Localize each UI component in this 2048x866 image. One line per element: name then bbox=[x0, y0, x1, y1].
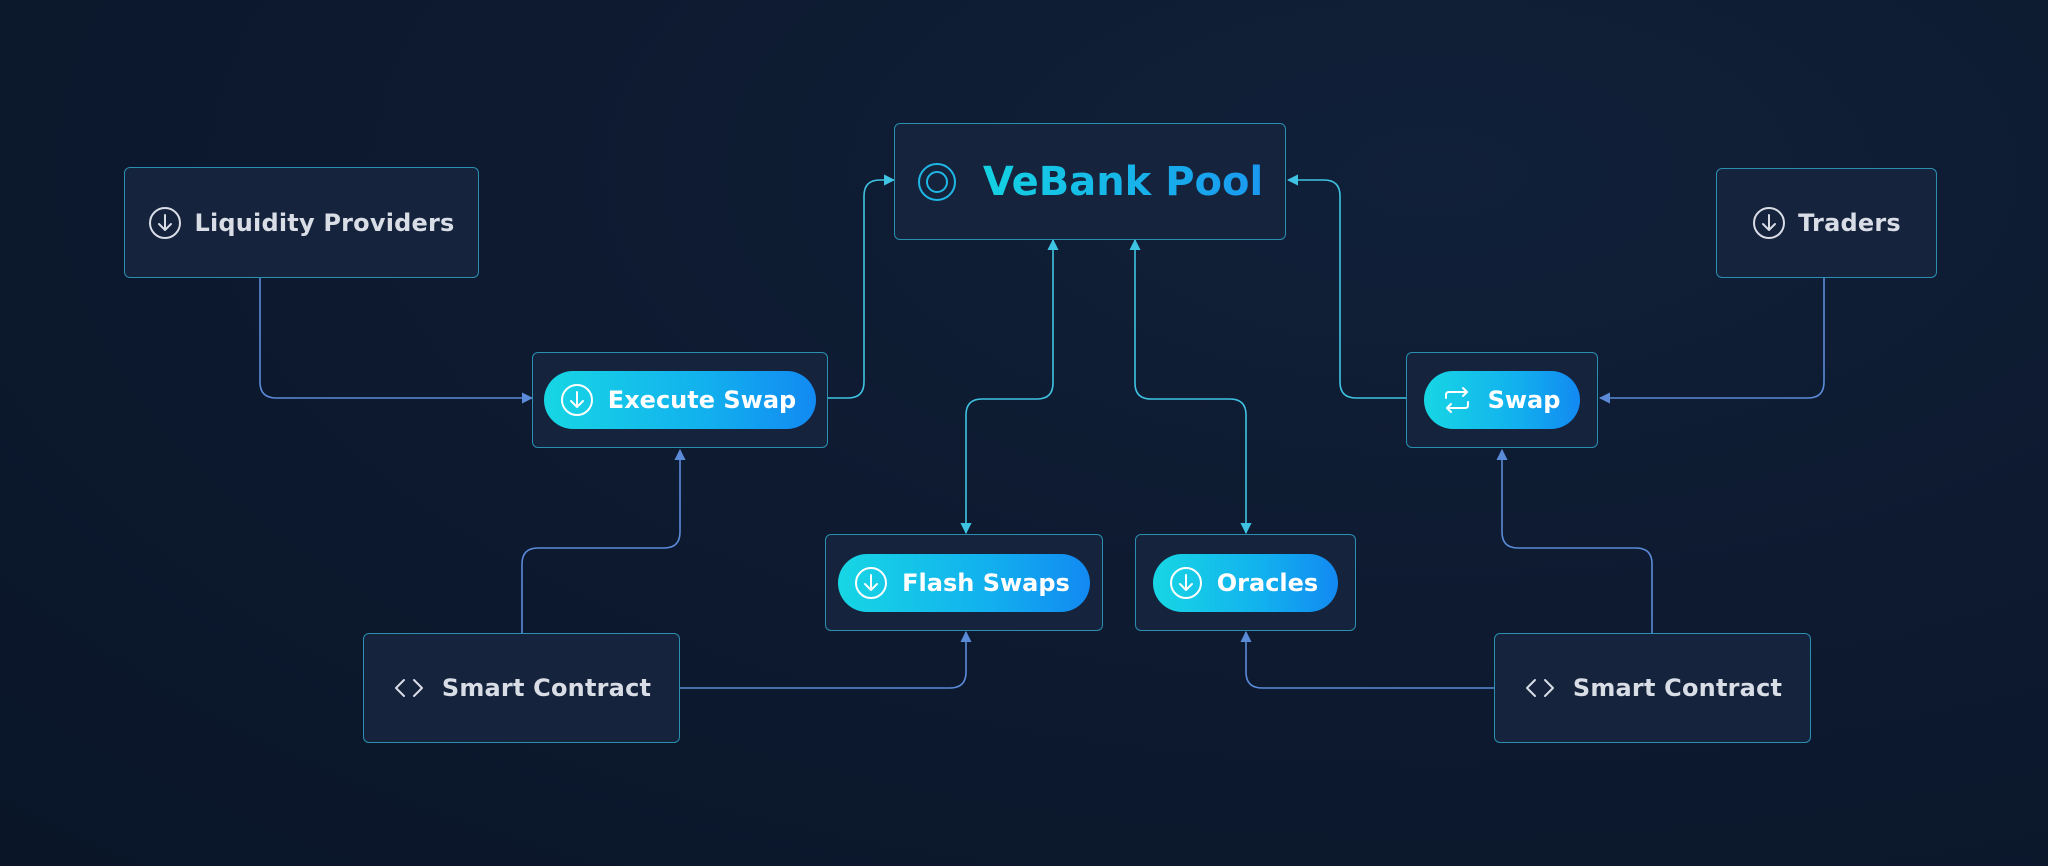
traders-label: Traders bbox=[1798, 209, 1901, 237]
arrow-down-circle-icon bbox=[560, 383, 594, 417]
smart-contract-left-label: Smart Contract bbox=[441, 674, 652, 702]
traders-node[interactable]: Traders bbox=[1716, 168, 1937, 278]
connector-sc-right-to-oracles bbox=[1240, 630, 1494, 689]
execute-swap-node[interactable]: Execute Swap bbox=[532, 352, 828, 448]
connector-sc-right-to-swap bbox=[1496, 448, 1653, 633]
oracles-label: Oracles bbox=[1216, 568, 1319, 597]
flash-swaps-node[interactable]: Flash Swaps bbox=[825, 534, 1103, 631]
liquidity-providers-label: Liquidity Providers bbox=[194, 208, 455, 237]
arrow-down-circle-icon bbox=[148, 206, 182, 240]
flash-swaps-button[interactable]: Flash Swaps bbox=[838, 553, 1090, 612]
connector-execute-swap-to-pool bbox=[828, 174, 896, 399]
execute-swap-label: Execute Swap bbox=[607, 386, 797, 414]
smart-contract-right-label: Smart Contract bbox=[1572, 674, 1783, 702]
swap-node[interactable]: Swap bbox=[1406, 352, 1598, 448]
connector-sc-left-to-execute-swap bbox=[521, 448, 686, 633]
flash-swaps-label: Flash Swaps bbox=[902, 568, 1070, 597]
smart-contract-right-node[interactable]: Smart Contract bbox=[1494, 633, 1811, 743]
swap-button[interactable]: Swap bbox=[1423, 371, 1581, 429]
oracles-node[interactable]: Oracles bbox=[1135, 534, 1356, 631]
execute-swap-button[interactable]: Execute Swap bbox=[543, 371, 817, 429]
connector-swap-to-pool bbox=[1286, 174, 1406, 399]
liquidity-providers-node[interactable]: Liquidity Providers bbox=[124, 167, 479, 278]
code-brackets-icon bbox=[392, 671, 426, 705]
connector-traders-to-swap bbox=[1598, 278, 1825, 404]
smart-contract-left-node[interactable]: Smart Contract bbox=[363, 633, 680, 743]
target-ring-icon bbox=[917, 162, 957, 202]
code-brackets-icon bbox=[1523, 671, 1557, 705]
oracles-button[interactable]: Oracles bbox=[1152, 553, 1339, 612]
connector-pool-flash-swaps bbox=[960, 238, 1059, 535]
swap-label: Swap bbox=[1487, 386, 1561, 414]
connector-lp-to-execute-swap bbox=[259, 278, 534, 404]
arrow-down-circle-icon bbox=[854, 566, 888, 600]
repeat-arrows-icon bbox=[1440, 383, 1474, 417]
connector-sc-left-to-flash-swaps bbox=[680, 630, 972, 689]
pool-node[interactable]: VeBank Pool bbox=[894, 123, 1286, 240]
connector-pool-oracles bbox=[1129, 238, 1252, 535]
pool-title: VeBank Pool bbox=[982, 158, 1264, 205]
arrow-down-circle-icon bbox=[1752, 206, 1786, 240]
arrow-down-circle-icon bbox=[1169, 566, 1203, 600]
